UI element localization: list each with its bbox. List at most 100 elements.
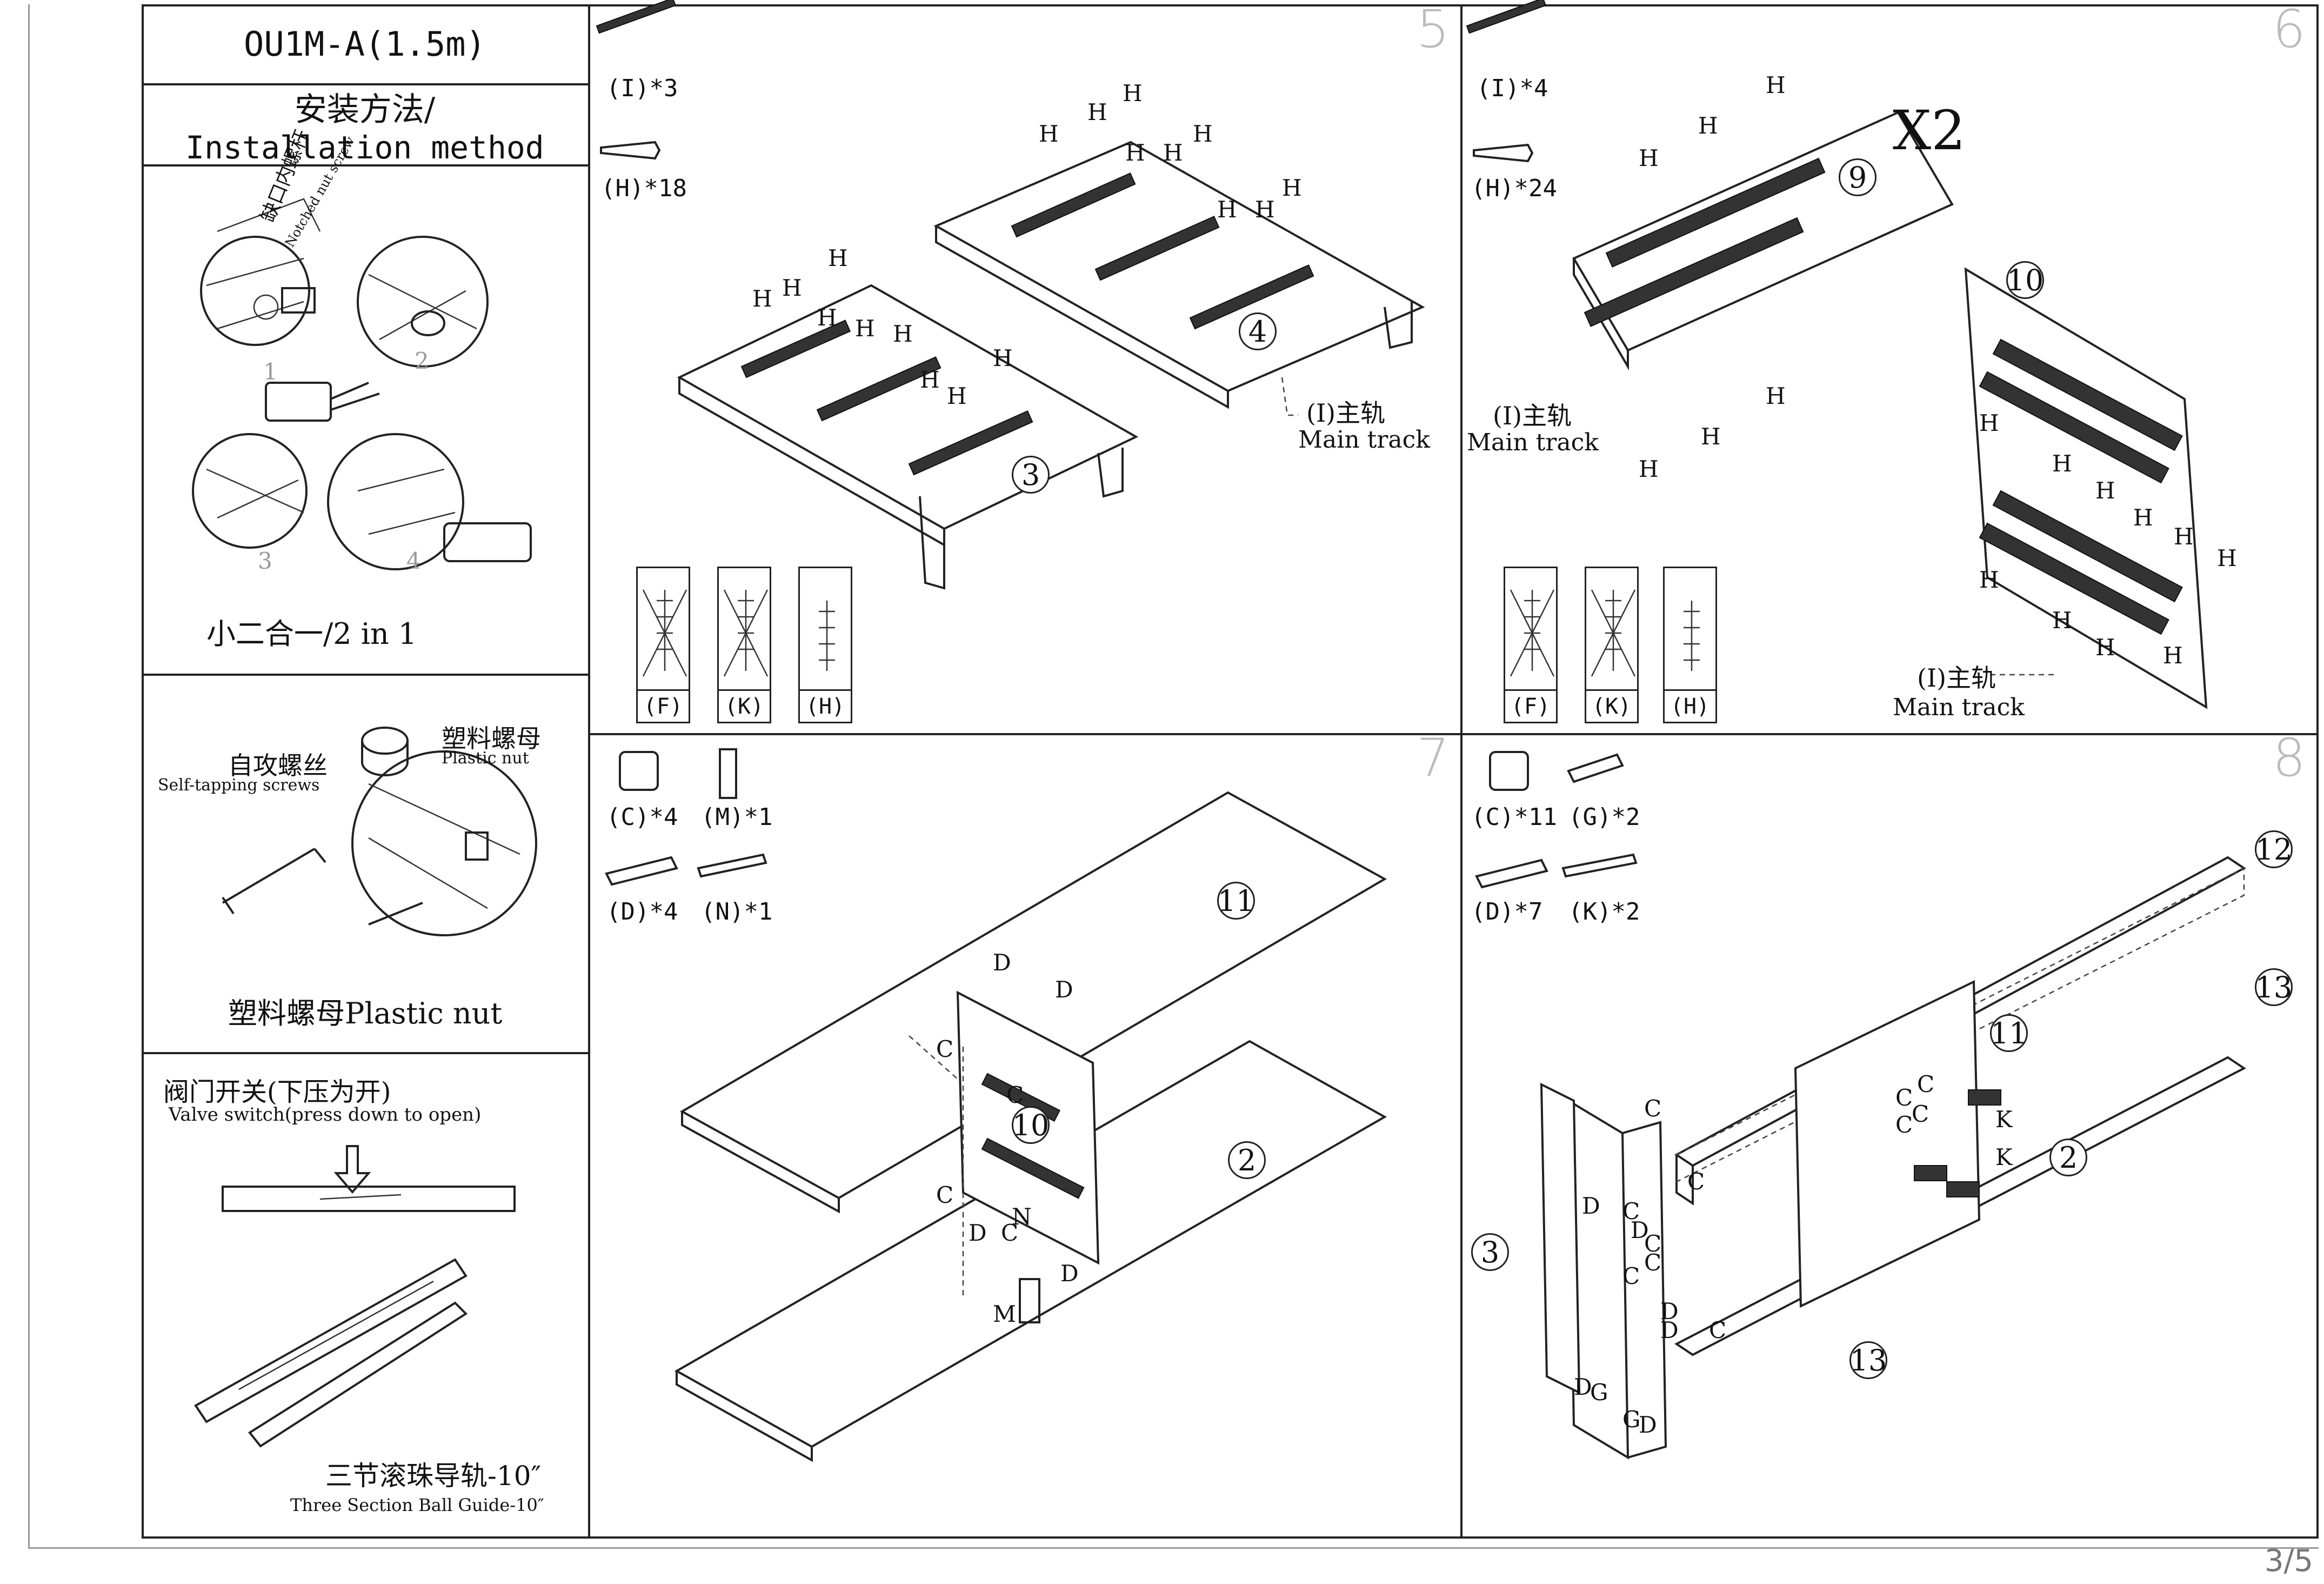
screw-f-label: (F) [638,689,689,722]
screw-f-not-used: (F) [1504,567,1558,723]
step-panel-6: 6 (I)*4 (H)*24 X2 H H H H H H H H H H H … [1460,0,2319,733]
part-d-qty: (D)*4 [606,898,678,926]
two-in-one-label: 小二合一/2 in 1 [206,617,417,651]
screw-label-h: H [2052,607,2072,634]
fitting-label-d: D [1060,1260,1079,1287]
fitting-label-m: M [993,1301,1017,1327]
grid-divider-horizontal [590,733,2319,735]
screw-label-h: H [2095,634,2115,661]
part-13-marker-top: 13 [2255,968,2293,1006]
part-3-marker: 3 [1471,1233,1509,1271]
part-g-qty: (G)*2 [1568,803,1640,831]
two-in-one-section: 缺口内螺杆 Notched nut screw 1 2 3 4 小二合一/2 i… [142,127,588,676]
main-track-cn: (I)主轨 [1306,398,1386,428]
main-track-left-cn: (I)主轨 [1493,401,1572,430]
screw-label-h: H [1282,175,1302,201]
fitting-label-c: C [1912,1101,1929,1127]
screw-label-h: H [2052,450,2072,477]
screw-label-h: H [828,245,848,271]
screw-label-h: H [1639,145,1659,171]
plastic-nut-cn: 塑料螺母 [442,724,541,753]
part-11-marker: 11 [1217,882,1255,920]
step-number-8: 8 [2272,728,2306,788]
installation-method-heading: 安装方法/ Installation method [142,85,588,167]
screw-h-label: (H) [800,689,851,722]
part-13-marker-bottom: 13 [1849,1341,1887,1379]
screw-label-h: H [1698,112,1718,139]
part-9-marker: 9 [1839,158,1876,196]
fitting-label-c: C [1644,1095,1662,1122]
fitting-label-c: C [1895,1084,1913,1111]
fitting-label-c: C [1001,1220,1019,1246]
plastic-nut-section: 塑料螺母 Plastic nut 自攻螺丝 Self-tapping screw… [142,676,588,1054]
part-2-marker: 2 [1228,1141,1266,1179]
step-3: 3 [258,548,272,574]
step-number-7: 7 [1416,728,1450,788]
ball-guide-cn: 三节滚珠导轨-10″ [325,1460,542,1492]
fitting-label-c: C [1895,1112,1913,1138]
fitting-label-g: G [1622,1406,1641,1433]
screw-label-h: H [947,383,967,409]
screw-label-h: H [782,275,802,301]
panel8-drawing [1475,751,2246,1460]
plastic-nut-caption: 塑料螺母Plastic nut [228,996,503,1030]
screw-label-h: H [1087,99,1107,125]
part-h-qty: (H)*18 [601,175,687,202]
fitting-label-c: C [1917,1071,1935,1097]
fitting-label-k: K [1995,1106,2013,1133]
cam-lock-illustration [192,198,532,570]
screw-label-h: H [1163,139,1183,166]
left-column: OU1M-A(1.5m) 安装方法/ Installation method 缺… [142,4,590,1539]
fitting-label-d: D [1582,1193,1600,1219]
screw-label-h: H [1766,383,1786,409]
screw-label-h: H [993,345,1013,371]
screw-label-h: H [1979,567,1999,593]
step-panel-7: 7 (C)*4 (M)*1 (D)*4 (N)*1 D D C C C D C … [590,728,1460,1539]
screw-label-h: H [1979,410,1999,436]
screw-k-label: (K) [719,689,770,722]
screw-label-h: H [1039,121,1059,147]
screw-label-h: H [1123,80,1143,107]
step-panel-5: 5 (I)*3 (H)*18 H H H H H H H H H H H H [590,0,1460,733]
fitting-label-d: D [993,949,1011,976]
instruction-sheet [142,4,2319,1539]
step-1: 1 [263,358,278,385]
fitting-label-c: C [1622,1263,1640,1289]
step-2: 2 [415,348,429,374]
ball-guide-en: Three Section Ball Guide-10″ [290,1495,544,1515]
screw-label-h: H [2163,642,2183,669]
part-10-marker: 10 [1012,1106,1050,1144]
part-3-marker: 3 [1012,456,1050,494]
screw-f-label: (F) [1505,689,1556,722]
fitting-label-c: C [1687,1168,1705,1195]
part-10-marker: 10 [2006,261,2044,299]
self-tapping-en: Self-tapping screws [158,776,320,795]
part-i-qty: (I)*4 [1477,75,1548,102]
screw-h-used: (H) [1663,567,1717,723]
screw-label-h: H [1193,121,1213,147]
rails-board3 [740,320,1033,476]
part-11-marker: 11 [1990,1014,2028,1052]
fitting-label-g: G [1590,1379,1608,1406]
part-m-qty: (M)*1 [701,803,773,831]
screw-label-h: H [893,321,913,347]
method-cn: 安装方法/ [294,91,436,129]
step-4: 4 [406,548,421,574]
screw-k-not-used: (K) [1585,567,1639,723]
part-2-marker: 2 [2049,1139,2087,1176]
main-track-right-en: Main track [1893,694,2025,721]
part-c-qty: (C)*11 [1471,803,1557,831]
fitting-label-k: K [1995,1144,2013,1170]
plastic-nut-en: Plastic nut [442,749,529,768]
screw-label-h: H [1766,72,1786,98]
screw-label-h: H [2095,477,2115,504]
valve-switch-en: Valve switch(press down to open) [169,1104,482,1126]
part-h-qty: (H)*24 [1471,175,1557,202]
part-k-qty: (K)*2 [1568,898,1640,926]
fitting-label-d: D [1574,1374,1592,1400]
part-c-qty: (C)*4 [606,803,678,831]
step-number-5: 5 [1416,0,1450,59]
part-n-qty: (N)*1 [701,898,773,926]
screw-label-h: H [2217,545,2237,571]
screw-label-h: H [752,285,772,312]
